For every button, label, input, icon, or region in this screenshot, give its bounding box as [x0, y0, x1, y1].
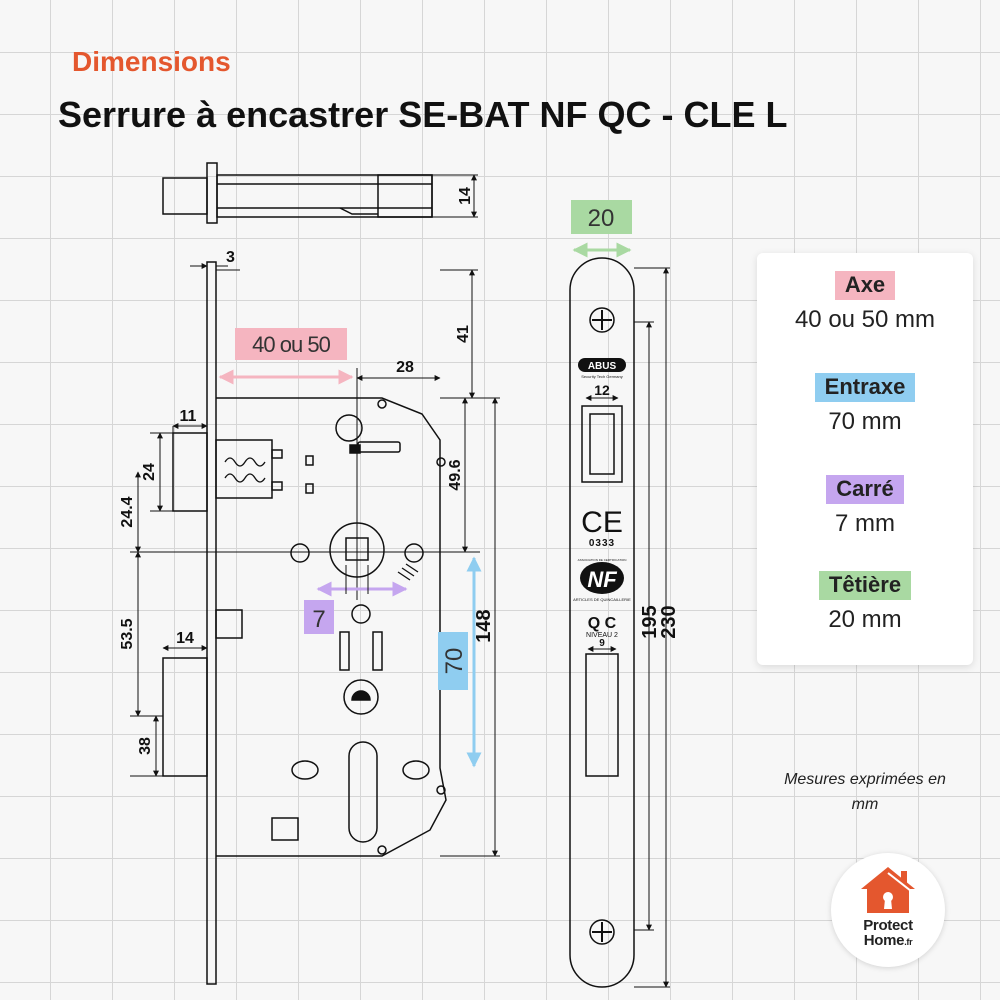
- brand-plate: [578, 358, 626, 372]
- brand-subline: Security Tech Germany: [581, 374, 623, 379]
- axe-callout: 40 ou 50: [218, 328, 354, 385]
- dim-38: 38: [137, 737, 154, 755]
- svg-text:70: 70: [441, 648, 468, 675]
- key-slot: [348, 741, 378, 843]
- carre-callout: 7: [304, 565, 408, 634]
- top-view: [162, 162, 478, 224]
- dim-53-5: 53.5: [119, 618, 136, 649]
- top-view-faceplate: [206, 162, 218, 224]
- brand-mark: ABUS: [588, 361, 617, 372]
- svg-text:40 ou 50: 40 ou 50: [252, 332, 330, 357]
- dim-230: 230: [658, 605, 680, 638]
- dim-14-left: 14: [176, 630, 194, 647]
- tetiere-callout: 20: [571, 200, 632, 258]
- units-note: Mesures exprimées en mm: [784, 771, 946, 813]
- section-eyebrow: Dimensions: [72, 46, 231, 77]
- spec-carre-label: Carré: [826, 475, 904, 504]
- top-view-body: [216, 174, 433, 218]
- spec-carre-value: 7 mm: [835, 510, 895, 537]
- dim-24: 24: [141, 463, 158, 481]
- dim-148: 148: [473, 609, 495, 642]
- front-faceplate: [206, 261, 217, 985]
- dim-9: 9: [599, 638, 605, 649]
- nf-subline: ARTICLES DE QUINCAILLERIE: [573, 597, 631, 602]
- spec-entraxe: Entraxe 70 mm: [757, 373, 973, 436]
- nf-logo: [580, 562, 624, 594]
- dim-41: 41: [455, 325, 472, 343]
- dim-28: 28: [396, 359, 414, 376]
- protect-home-logo: Protect Home.fr: [831, 853, 945, 967]
- latch-bolt: [172, 432, 208, 512]
- spec-axe-value: 40 ou 50 mm: [794, 306, 936, 333]
- entraxe-callout: 70: [438, 556, 482, 768]
- dim-49-6: 49.6: [447, 459, 464, 490]
- faceplate-latch-opening: [581, 405, 623, 483]
- spec-tetiere-value: 20 mm: [828, 606, 902, 633]
- spec-carre: Carré 7 mm: [757, 475, 973, 538]
- svg-text:20: 20: [588, 205, 615, 232]
- ce-mark: CE: [581, 506, 623, 539]
- spec-tetiere-label: Têtière: [818, 571, 912, 600]
- logo-text-home: Home.fr: [863, 932, 913, 949]
- dim-24-4: 24.4: [119, 496, 136, 527]
- faceplate-view: [569, 257, 670, 988]
- qc-mark: Q C: [588, 615, 617, 632]
- front-view: [162, 261, 447, 985]
- nf-mark: NF: [587, 567, 617, 592]
- ce-number: 0333: [589, 538, 615, 549]
- page-title: Serrure à encastrer SE-BAT NF QC - CLE L: [58, 94, 788, 135]
- svg-text:7: 7: [312, 606, 325, 633]
- spec-axe: Axe 40 ou 50 mm: [757, 271, 973, 334]
- dim-11: 11: [180, 408, 197, 425]
- deadbolt: [162, 657, 208, 777]
- faceplate-outline: [569, 257, 635, 988]
- lock-case: [216, 397, 447, 857]
- spec-card: Axe 40 ou 50 mm Entraxe 70 mm Carré 7 mm…: [757, 253, 973, 665]
- logo-text-protect: Protect: [863, 917, 913, 934]
- reference-lines: [130, 263, 500, 857]
- cylinder-cam: [343, 679, 379, 715]
- dim-12: 12: [594, 382, 610, 398]
- dim-14-top: 14: [457, 187, 474, 205]
- level-mark: NIVEAU 2: [586, 632, 618, 639]
- spec-tetiere: Têtière 20 mm: [757, 571, 973, 634]
- spec-axe-label: Axe: [834, 271, 896, 300]
- spec-entraxe-value: 70 mm: [828, 408, 902, 435]
- spec-entraxe-label: Entraxe: [814, 373, 916, 402]
- house-keyhole-icon: [861, 867, 915, 913]
- dim-3: 3: [226, 249, 235, 266]
- top-view-latch-tip: [162, 177, 208, 215]
- dim-195: 195: [639, 605, 661, 638]
- faceplate-bolt-opening: [585, 653, 619, 777]
- nf-ring-text: ASSOCIATION DE CERTIFICATION: [578, 558, 627, 562]
